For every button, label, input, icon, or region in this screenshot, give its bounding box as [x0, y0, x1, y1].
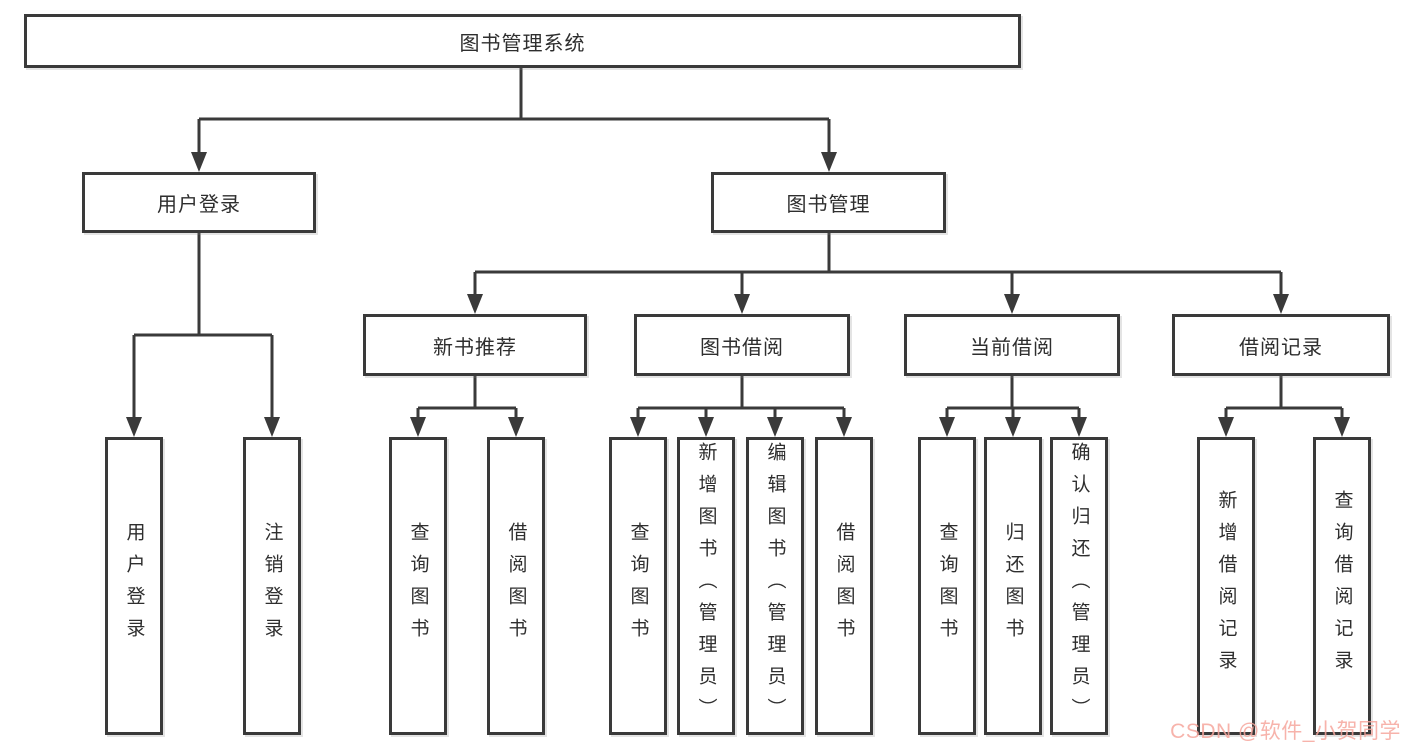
- leaf-borrow-books-label: 借阅图书: [833, 522, 855, 650]
- node-book-management: 图书管理: [711, 172, 946, 233]
- leaf-logout: 注销登录: [243, 437, 301, 735]
- leaf-return-book-label: 归还图书: [1002, 522, 1024, 650]
- leaf-add-borrow-record-label: 新增借阅记录: [1215, 490, 1237, 682]
- leaf-borrow-books-recommend-label: 借阅图书: [505, 522, 527, 650]
- leaf-borrow-books: 借阅图书: [815, 437, 873, 735]
- leaf-logout-label: 注销登录: [261, 522, 283, 650]
- leaf-query-borrow-record-label: 查询借阅记录: [1331, 490, 1353, 682]
- leaf-user-login-label: 用户登录: [123, 522, 145, 650]
- leaf-confirm-return-admin: 确认归还（管理员）: [1050, 437, 1108, 735]
- leaf-add-book-admin: 新增图书（管理员）: [677, 437, 735, 735]
- leaf-edit-book-admin: 编辑图书（管理员）: [746, 437, 804, 735]
- arrowheads: [126, 152, 1350, 437]
- leaf-query-books-borrowing-label: 查询图书: [627, 522, 649, 650]
- leaf-query-books-recommend: 查询图书: [389, 437, 447, 735]
- leaf-query-borrow-record: 查询借阅记录: [1313, 437, 1371, 735]
- leaf-return-book: 归还图书: [984, 437, 1042, 735]
- leaf-user-login: 用户登录: [105, 437, 163, 735]
- leaf-query-books-current: 查询图书: [918, 437, 976, 735]
- leaf-add-borrow-record: 新增借阅记录: [1197, 437, 1255, 735]
- node-library-management-system: 图书管理系统: [24, 14, 1021, 68]
- leaf-query-books-borrowing: 查询图书: [609, 437, 667, 735]
- node-new-book-recommendation: 新书推荐: [363, 314, 587, 376]
- node-book-borrowing: 图书借阅: [634, 314, 850, 376]
- leaf-query-books-current-label: 查询图书: [936, 522, 958, 650]
- leaf-add-book-admin-label: 新增图书（管理员）: [695, 442, 717, 730]
- node-borrowing-records: 借阅记录: [1172, 314, 1390, 376]
- node-current-borrowing: 当前借阅: [904, 314, 1120, 376]
- leaf-query-books-recommend-label: 查询图书: [407, 522, 429, 650]
- csdn-watermark: CSDN @软件_小贺同学: [1170, 720, 1401, 743]
- leaf-borrow-books-recommend: 借阅图书: [487, 437, 545, 735]
- leaf-edit-book-admin-label: 编辑图书（管理员）: [764, 442, 786, 730]
- leaf-confirm-return-admin-label: 确认归还（管理员）: [1068, 442, 1090, 730]
- node-user-login: 用户登录: [82, 172, 316, 233]
